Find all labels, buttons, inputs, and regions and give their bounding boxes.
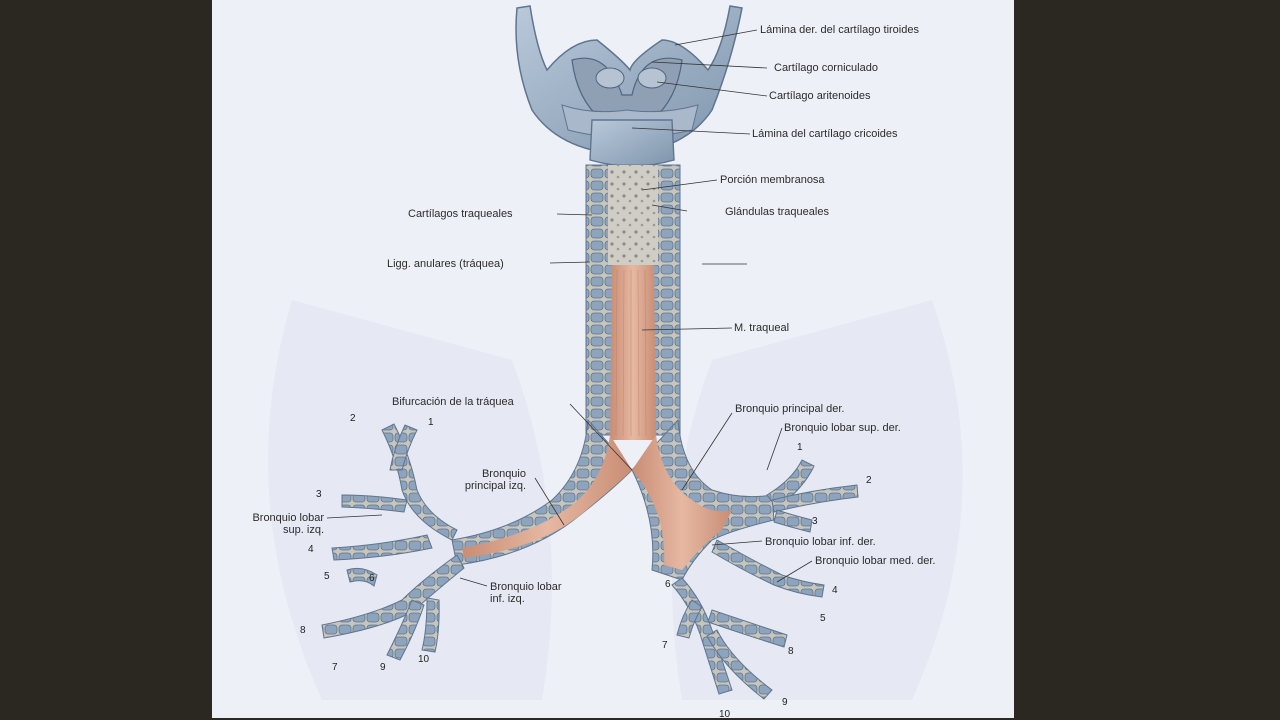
segment-number-left: 6 (369, 573, 375, 584)
label-bronquio-lobar-sup-izq-line1: Bronquio lobar (252, 512, 324, 524)
segment-number-right: 8 (788, 646, 794, 657)
label-cartilago-aritenoides: Cartílago aritenoides (769, 90, 871, 102)
trachea-bronchi-drawing (268, 5, 963, 700)
segment-number-right: 9 (782, 697, 788, 708)
segment-number-left: 1 (428, 417, 434, 428)
segment-number-left: 9 (380, 662, 386, 673)
segment-number-left: 5 (324, 571, 330, 582)
label-bronquio-principal-izq-line2: principal izq. (464, 480, 526, 492)
label-cartilagos-traqueales: Cartílagos traqueales (408, 208, 513, 220)
label-bronquio-lobar-sup-izq: Bronquio lobar sup. izq. (222, 512, 324, 536)
label-bifurcacion: Bifurcación de la tráquea (392, 396, 514, 408)
label-porcion-membranosa: Porción membranosa (720, 174, 825, 186)
label-bronquio-lobar-sup-izq-line2: sup. izq. (283, 524, 324, 536)
label-m-traqueal: M. traqueal (734, 322, 790, 334)
trachea (585, 164, 681, 440)
label-bronquio-lobar-inf-der: Bronquio lobar inf. der. (765, 536, 876, 548)
label-bronquio-principal-izq-line1: Bronquio (481, 468, 526, 480)
segment-number-left: 4 (308, 544, 314, 555)
label-bronquio-principal-izq: Bronquio principal izq. (426, 468, 526, 492)
segment-number-left: 10 (418, 654, 430, 665)
label-bronquio-lobar-sup-der: Bronquio lobar sup. der. (784, 422, 901, 434)
segment-number-right: 5 (820, 613, 826, 624)
segment-number-left: 3 (316, 489, 322, 500)
label-bronquio-lobar-inf-izq-line2: inf. izq. (490, 593, 525, 605)
label-lamina-tiroides: Lámina der. del cartílago tiroides (760, 24, 919, 36)
segment-number-right: 6 (665, 579, 671, 590)
label-ligg-anulares: Ligg. anulares (tráquea) (387, 258, 504, 270)
leader-lines (326, 29, 813, 587)
segment-number-right: 7 (662, 640, 668, 651)
right-bronchial-tree (671, 459, 859, 700)
label-bronquio-lobar-med-der: Bronquio lobar med. der. (815, 555, 936, 567)
segment-number-right: 3 (812, 516, 818, 527)
left-bronchial-tree (321, 423, 465, 661)
label-cartilago-corniculado: Cartílago corniculado (774, 62, 878, 74)
label-bronquio-lobar-inf-izq: Bronquio lobar inf. izq. (490, 581, 562, 605)
larynx (515, 5, 743, 167)
label-bronquio-principal-der: Bronquio principal der. (735, 403, 845, 415)
segment-number-left: 2 (350, 413, 356, 424)
segment-number-right: 2 (866, 475, 872, 486)
segment-number-left: 8 (300, 625, 306, 636)
segment-number-right: 4 (832, 585, 838, 596)
segment-number-right: 1 (797, 442, 803, 453)
label-lamina-cricoides: Lámina del cartílago cricoides (752, 128, 898, 140)
label-glandulas-traqueales: Glándulas traqueales (725, 206, 829, 218)
segment-number-right: 10 (719, 709, 731, 719)
anatomy-illustration: Lámina der. del cartílago tiroides Cartí… (212, 0, 1014, 718)
segment-number-left: 7 (332, 662, 338, 673)
label-bronquio-lobar-inf-izq-line1: Bronquio lobar (490, 581, 562, 593)
